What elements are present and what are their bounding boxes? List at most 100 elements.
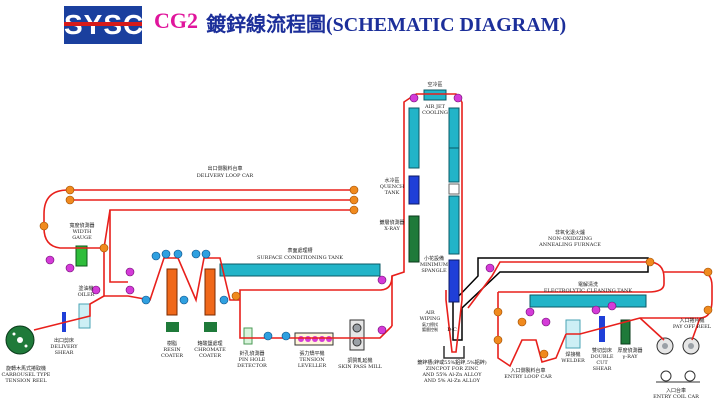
strip-delivery-loop-lower <box>103 209 356 249</box>
pin-hole-label-en2: DETECTOR <box>237 363 267 369</box>
chromate-coater-label-en2: COATER <box>199 353 221 359</box>
drawing-code: CG2 <box>154 8 198 33</box>
pin-hole-label-en: PIN HOLE <box>239 357 266 363</box>
skin-pass-label-en: SKIN PASS MILL <box>338 364 382 370</box>
strip-coater-upper <box>109 210 128 283</box>
double-cut-label-en: DOUBLE <box>591 354 614 360</box>
resin-coater-label-en2: COATER <box>161 353 183 359</box>
coater-roll <box>173 249 183 259</box>
resin-coater-label-zh: 樹脂 <box>167 340 177 347</box>
resin-coater-label-en: RESIN <box>163 347 181 353</box>
delivery-loop-roll <box>349 195 359 205</box>
furnace-label-en: NON-OXIDIZING <box>548 236 592 242</box>
spangle-label-en2: SPANGLE <box>421 268 447 274</box>
chromate-coater-base <box>204 322 217 332</box>
air-jet-cooling-box <box>423 89 447 101</box>
strip-pay-off-lead <box>639 317 701 341</box>
skin-pass-roll <box>352 337 362 347</box>
delivery-shear-label-zh: 出口剪床 <box>54 337 74 344</box>
tower-roll <box>453 93 463 103</box>
strip-tower-right <box>445 102 463 353</box>
air-wiping-label-zh: 氣刀擦拭 <box>422 321 438 327</box>
quench-label-en2: TANK <box>385 190 400 196</box>
delivery-loop-car-label-en: DELIVERY LOOP CAR <box>197 173 254 179</box>
bridle-roll <box>45 255 55 265</box>
spangle-label-en: MINIMUM <box>420 262 448 268</box>
carrousel-label-en: CARROUSEL TYPE <box>2 372 51 378</box>
zinc-pot-label-en3: AND 5% Al-Zn ALLOY <box>423 378 481 384</box>
resin-coater <box>166 268 178 316</box>
coater-roll <box>191 249 201 259</box>
tension-leveller-label-en: TENSION <box>299 357 325 363</box>
delivery-loop-roll <box>65 185 75 195</box>
xray-unit <box>408 215 420 263</box>
delivery-shear-label-en: DELIVERY <box>50 344 78 350</box>
entry-loop-roll <box>493 335 503 345</box>
quench-tank <box>408 175 420 205</box>
zinc-pot <box>443 346 465 359</box>
furnace-roll <box>703 305 713 315</box>
delivery-loop-roll <box>349 185 359 195</box>
pay-off-label-en: PAY OFF REEL <box>673 324 712 330</box>
zinc-pot-label-en2: AND 55% Al-Zn ALLOY <box>421 372 482 378</box>
pin-hole-detector <box>243 327 253 345</box>
strip-path <box>33 93 713 368</box>
xray-label-zh: 鍍層偵測器 <box>379 219 404 226</box>
surface-conditioning-tank <box>219 263 381 277</box>
leveller-roll <box>298 336 304 342</box>
zinc-pot-label-zh: 鍍鋅槽(鋅或55%鋁鋅,5%鋁鋅) <box>417 359 487 366</box>
entry-coil-label-zh: 入口台車 <box>666 387 686 394</box>
bridle-roll <box>65 263 75 273</box>
width-gauge-label-en2: GAUGE <box>72 235 92 241</box>
dc-label: D-C <box>447 327 457 333</box>
chromate-coater-label-zh: 鉻酸鹽處理 <box>197 340 222 347</box>
delivery-loop-roll <box>39 221 49 231</box>
leveller-roll <box>312 336 318 342</box>
strip-delivery-loop <box>43 189 356 249</box>
entry-loop-roll <box>493 307 503 317</box>
entry-coil-label-en: ENTRY COIL CAR <box>653 394 699 400</box>
pay-off-reel-hub <box>662 343 668 349</box>
delivery-loop-roll <box>349 205 359 215</box>
delivery-loop-roll <box>99 243 109 253</box>
pay-off-label-zh: 入口捲片機 <box>679 317 704 324</box>
electrolytic-label-en: ELECTROLYTIC CLEANING TANK <box>544 288 632 294</box>
tower-right-cyan-1 <box>448 107 460 149</box>
gamma-ray-label-en: γ-RAY <box>622 354 638 360</box>
furnace-label-zh: 非氧化退火爐 <box>555 229 585 236</box>
double-cut-label-en3: SHEAR <box>593 366 612 372</box>
surface-tank-label-zh: 表面處理槽 <box>287 247 312 254</box>
electrolytic-cleaning-tank <box>529 294 647 308</box>
carrousel-label-zh: 旋轉木馬式捲取機 <box>6 365 46 372</box>
chromate-coater-label-en: CHROMATE <box>194 347 226 353</box>
xray-label-en: X-RAY <box>384 226 400 232</box>
entry-coil <box>684 370 696 382</box>
tension-leveller-label-zh: 張力矯平機 <box>299 350 324 357</box>
entry-loop-roll <box>517 317 527 327</box>
welder-label-en: WELDER <box>561 358 585 364</box>
furnace-roll <box>703 267 713 277</box>
gamma-ray-gauge <box>620 319 631 345</box>
bridle-roll <box>91 285 101 295</box>
pin-hole-label-zh: 針孔偵測器 <box>239 350 264 357</box>
tension-leveller-label-en2: LEVELLER <box>298 363 327 369</box>
width-gauge <box>75 245 88 267</box>
oiler-label-zh: 塗油機 <box>78 285 93 292</box>
leveller-roll <box>319 336 325 342</box>
skin-pass-roll <box>352 323 362 333</box>
welder-label-zh: 焊接機 <box>565 351 580 358</box>
surface-tank-label-en: SURFACE CONDITIONING TANK <box>257 255 343 261</box>
pay-off-reel-hub <box>688 343 694 349</box>
carrousel-spoke <box>24 344 28 348</box>
skin-pass-label-zh: 調質軋延機 <box>347 357 372 364</box>
entry-loop-car-label-en: ENTRY LOOP CAR <box>504 374 552 380</box>
tower-right-cyan-2 <box>448 147 460 183</box>
width-gauge-label-en: WIDTH <box>73 229 92 235</box>
entry-coil <box>660 370 672 382</box>
strip-tower-left <box>391 93 417 326</box>
strip-entry-loop <box>497 292 567 368</box>
tension-roll <box>263 331 273 341</box>
carrousel-hub <box>17 337 23 343</box>
strip-surface-tank <box>239 275 393 300</box>
